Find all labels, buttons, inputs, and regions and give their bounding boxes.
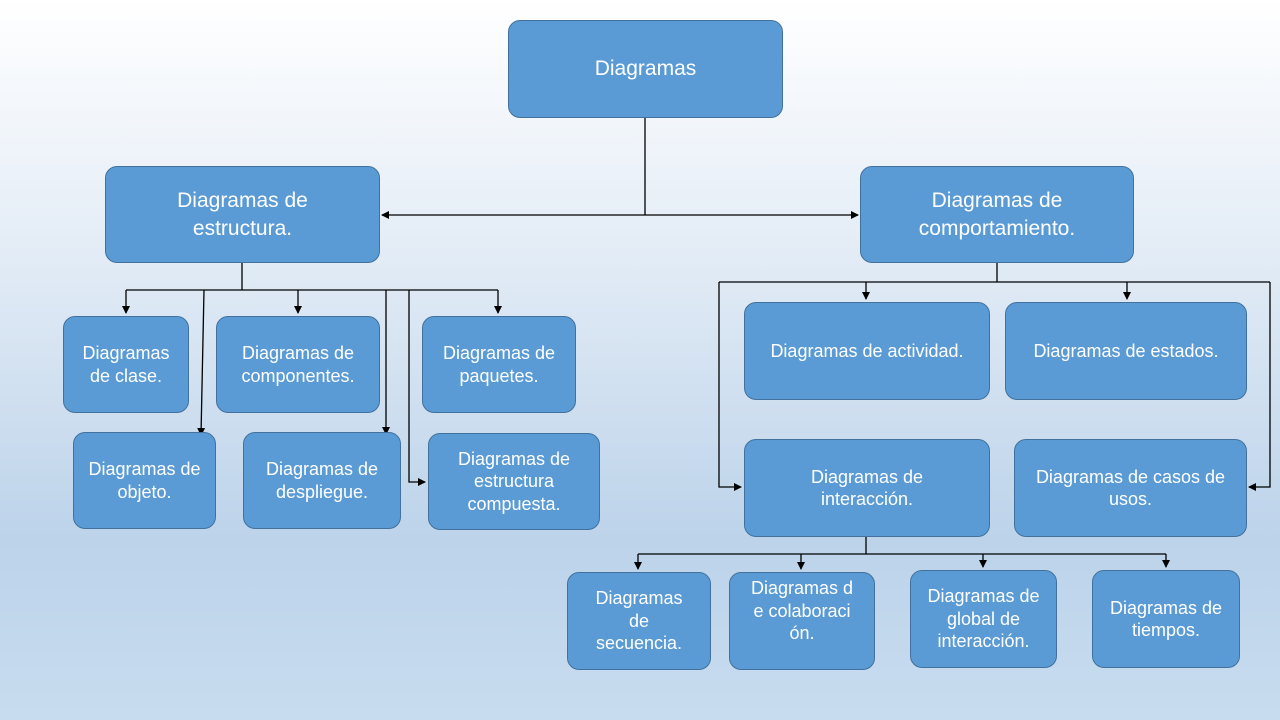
node-tiempos: Diagramas de tiempos. [1092, 570, 1240, 668]
node-objeto-label: Diagramas de objeto. [88, 459, 201, 502]
node-interaccion: Diagramas de interacción. [744, 439, 990, 537]
node-colaboracion-label: Diagramas de colaboración. [750, 578, 854, 643]
node-paquetes-label: Diagramas de paquetes. [442, 343, 556, 386]
node-behavior: Diagramas de comportamiento. [860, 166, 1134, 263]
node-secuencia-label: Diagramas de secuencia. [595, 588, 683, 654]
node-clase: Diagramas de clase. [63, 316, 189, 413]
node-componentes-label: Diagramas de componentes. [241, 343, 355, 386]
node-colaboracion: Diagramas de colaboración. [729, 572, 875, 670]
node-behavior-label: Diagramas de comportamiento. [918, 189, 1076, 240]
node-casos-uso: Diagramas de casos de usos. [1014, 439, 1247, 537]
node-structure: Diagramas de estructura. [105, 166, 380, 263]
node-despliegue-label: Diagramas de despliegue. [265, 459, 379, 502]
node-actividad: Diagramas de actividad. [744, 302, 990, 400]
node-estructura-compuesta-label: Diagramas de estructura compuesta. [457, 448, 571, 514]
node-interaccion-label: Diagramas de interacción. [810, 466, 924, 510]
node-tiempos-label: Diagramas de tiempos. [1109, 597, 1223, 641]
node-global: Diagramas de global de interacción. [910, 570, 1057, 668]
edge-to-estructura-compuesta [408, 290, 426, 486]
node-root: Diagramas [508, 20, 783, 118]
node-estados-label: Diagramas de estados. [1033, 340, 1219, 361]
node-componentes: Diagramas de componentes. [216, 316, 380, 413]
edge-to-casos-uso [1248, 282, 1271, 491]
node-objeto: Diagramas de objeto. [73, 432, 216, 529]
node-actividad-label: Diagramas de actividad. [770, 340, 964, 361]
node-clase-label: Diagramas de clase. [82, 343, 170, 386]
node-paquetes: Diagramas de paquetes. [422, 316, 576, 413]
node-estructura-compuesta: Diagramas de estructura compuesta. [428, 433, 600, 530]
node-despliegue: Diagramas de despliegue. [243, 432, 401, 529]
node-secuencia: Diagramas de secuencia. [567, 572, 711, 670]
edge-to-objeto [197, 289, 206, 436]
node-root-label: Diagramas [594, 56, 697, 80]
edge-to-interaccion [718, 282, 742, 491]
node-structure-label: Diagramas de estructura. [177, 189, 308, 240]
node-casos-uso-label: Diagramas de casos de usos. [1035, 466, 1226, 510]
node-global-label: Diagramas de global de interacción. [927, 586, 1040, 652]
node-estados: Diagramas de estados. [1005, 302, 1247, 400]
